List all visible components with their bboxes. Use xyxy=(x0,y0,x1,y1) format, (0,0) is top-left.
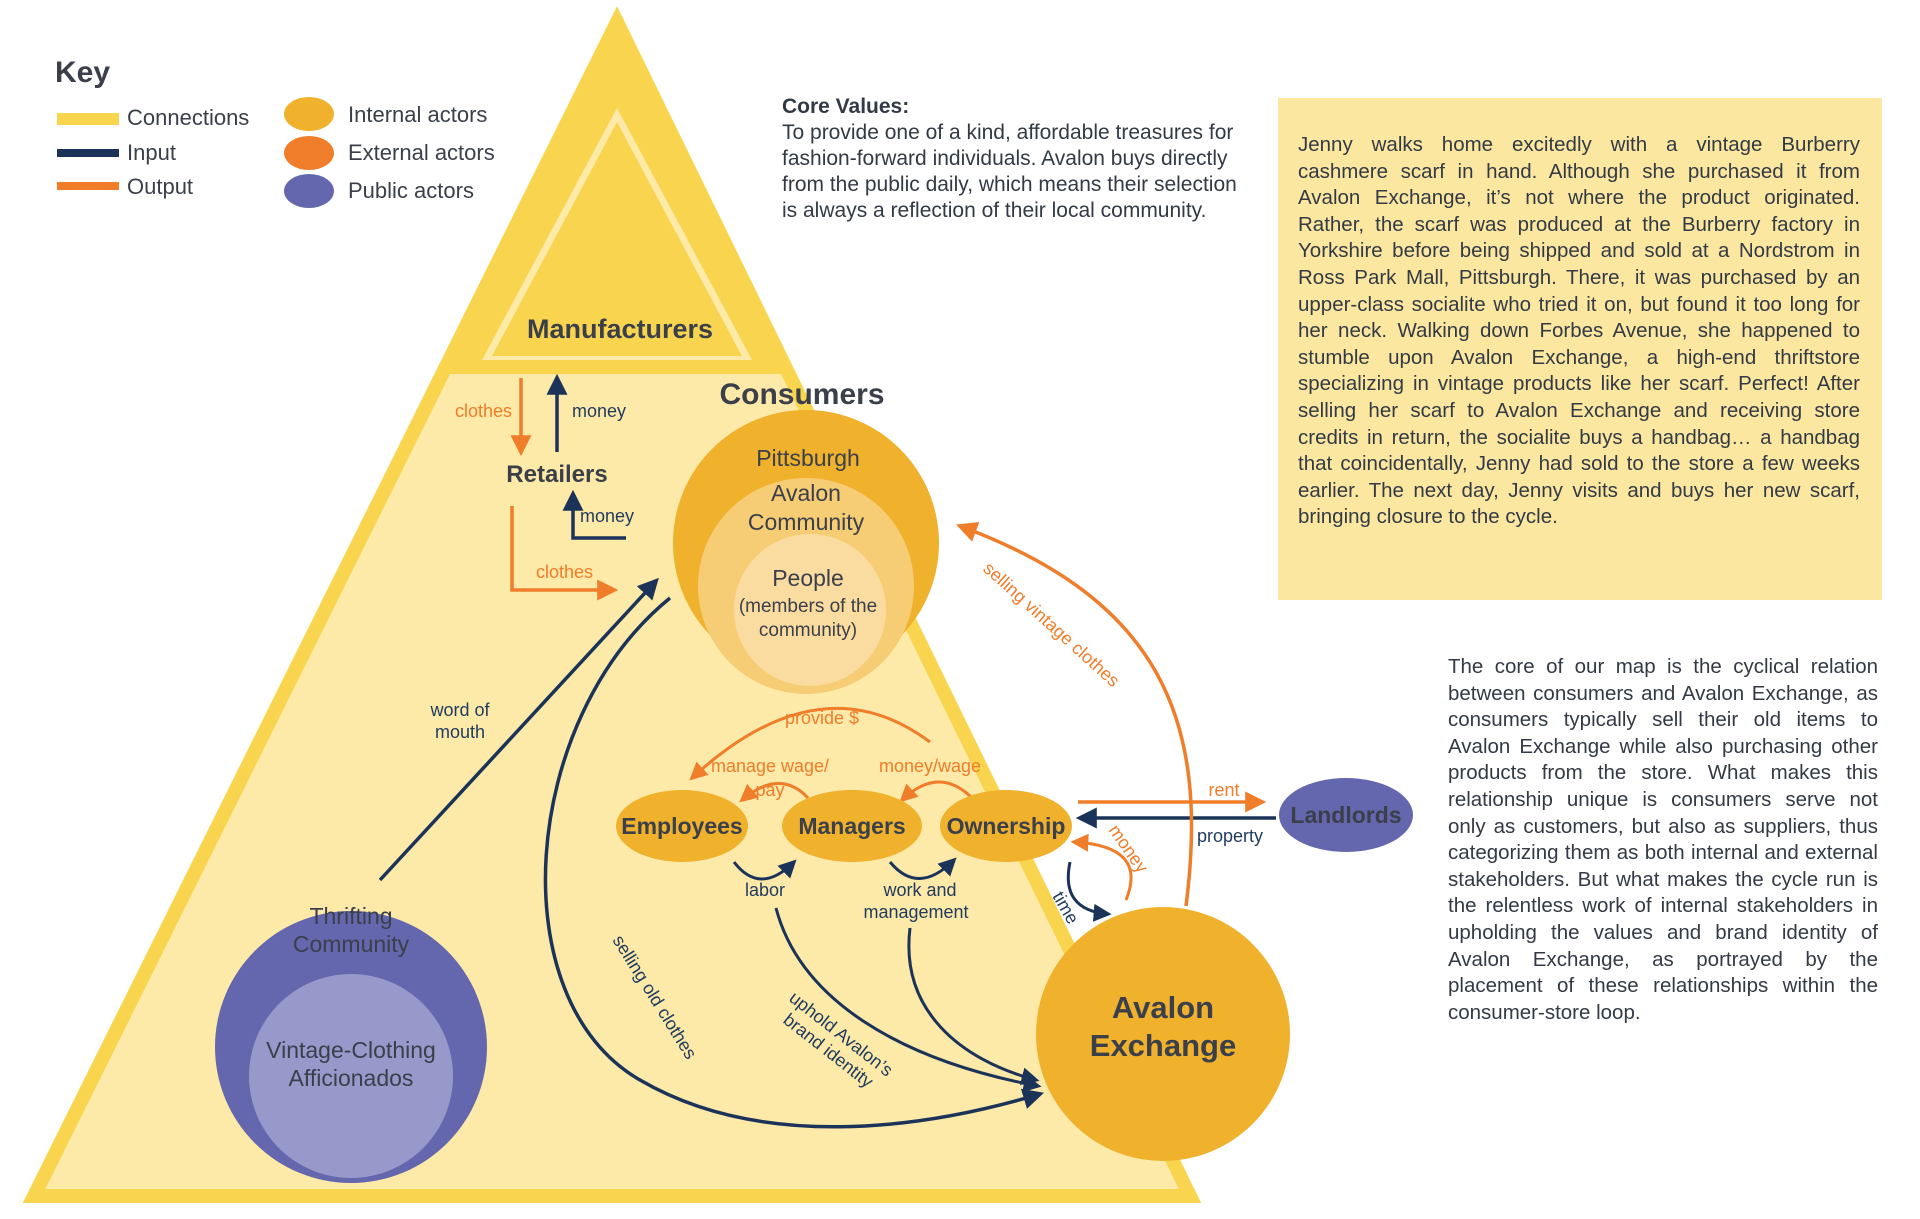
key-title: Key xyxy=(55,56,110,89)
avalon-exchange-label-2: Exchange xyxy=(1090,1028,1236,1063)
label-money-2: money xyxy=(580,506,634,526)
vintage-afficionados-circle xyxy=(249,974,453,1178)
key-external-swatch xyxy=(284,136,334,170)
label-manage-wage-2: pay xyxy=(755,780,784,800)
story-box: Jenny walks home excitedly with a vintag… xyxy=(1278,98,1882,600)
vintage-label-1: Vintage-Clothing xyxy=(266,1037,436,1063)
core-explanation-text: The core of our map is the cyclical rela… xyxy=(1448,654,1878,1026)
core-values-heading: Core Values: xyxy=(782,95,910,118)
ownership-node xyxy=(940,790,1072,862)
label-labor: labor xyxy=(745,880,785,900)
avalon-exchange-circle xyxy=(1036,907,1290,1161)
people-sub-2: community) xyxy=(759,620,857,641)
arrow-labor xyxy=(732,859,797,881)
arrow-selling-vintage xyxy=(956,521,1194,907)
key-internal-label: Internal actors xyxy=(348,102,487,127)
arrow-time xyxy=(1066,861,1112,922)
key-connections-swatch xyxy=(57,113,119,125)
core-explanation-body: The core of our map is the cyclical rela… xyxy=(1448,655,1878,1024)
managers-node xyxy=(782,790,922,862)
avalon-exchange-label-1: Avalon xyxy=(1112,990,1214,1025)
avalon-community-label-2: Community xyxy=(748,509,865,535)
thrifting-label-2: Community xyxy=(293,931,410,957)
key-input-label: Input xyxy=(127,140,176,165)
manufacturers-label: Manufacturers xyxy=(527,314,713,344)
label-work-management-2: management xyxy=(863,902,968,922)
arrow-money-3 xyxy=(1070,833,1133,901)
core-values-body: To provide one of a kind, affordable tre… xyxy=(782,121,1237,222)
core-values-text: Core Values: To provide one of a kind, a… xyxy=(782,94,1252,224)
label-property: property xyxy=(1197,826,1263,846)
label-clothes-1: clothes xyxy=(455,401,512,421)
arrow-word-of-mouth xyxy=(378,577,659,882)
arrow-provide xyxy=(689,706,931,781)
label-work-management-1: work and xyxy=(882,880,956,900)
arrow-selling-old xyxy=(543,596,1045,1129)
label-money-wage: money/wage xyxy=(879,756,981,776)
key-connections-label: Connections xyxy=(127,105,249,130)
story-text: Jenny walks home excitedly with a vintag… xyxy=(1298,133,1860,529)
label-word-of-mouth-1: word of xyxy=(429,700,490,720)
arrow-manage-wage xyxy=(739,782,810,803)
vintage-label-2: Afficionados xyxy=(289,1065,414,1091)
arrow-work-management xyxy=(888,857,957,880)
key-internal-swatch xyxy=(284,97,334,131)
avalon-community-label-1: Avalon xyxy=(771,480,841,506)
label-provide: provide $ xyxy=(785,708,859,728)
employees-node xyxy=(616,790,748,862)
people-circle xyxy=(734,534,886,686)
key-public-swatch xyxy=(284,174,334,208)
managers-label: Managers xyxy=(798,813,905,839)
arrow-money-wage xyxy=(899,780,976,803)
people-sub-1: (members of the xyxy=(739,596,877,617)
label-manage-wage-1: manage wage/ xyxy=(711,756,829,776)
thrifting-label-1: Thrifting xyxy=(309,903,392,929)
pittsburgh-label: Pittsburgh xyxy=(756,445,860,471)
employees-label: Employees xyxy=(621,813,742,839)
retailers-label: Retailers xyxy=(506,461,607,488)
label-word-of-mouth-2: mouth xyxy=(435,722,485,742)
manufacturers-triangle xyxy=(492,122,742,356)
label-clothes-2: clothes xyxy=(536,562,593,582)
ownership-label: Ownership xyxy=(947,813,1066,839)
landlords-label: Landlords xyxy=(1290,802,1401,828)
key-public-label: Public actors xyxy=(348,178,474,203)
arrow-uphold-managers xyxy=(907,927,1040,1086)
key-output-label: Output xyxy=(127,174,193,199)
key-external-label: External actors xyxy=(348,140,495,165)
consumers-title: Consumers xyxy=(719,378,884,411)
people-label: People xyxy=(772,565,844,591)
arrow-money-to-retailers xyxy=(562,489,626,540)
label-money-1: money xyxy=(572,401,626,421)
key-input-swatch xyxy=(57,149,119,157)
arrow-clothes-to-consumers xyxy=(510,506,619,601)
key-output-swatch xyxy=(57,182,119,190)
label-rent: rent xyxy=(1208,780,1239,800)
arrow-uphold-employees xyxy=(774,907,1042,1093)
landlords-node xyxy=(1279,778,1413,852)
label-selling-vintage: selling vintage clothes xyxy=(979,558,1123,691)
